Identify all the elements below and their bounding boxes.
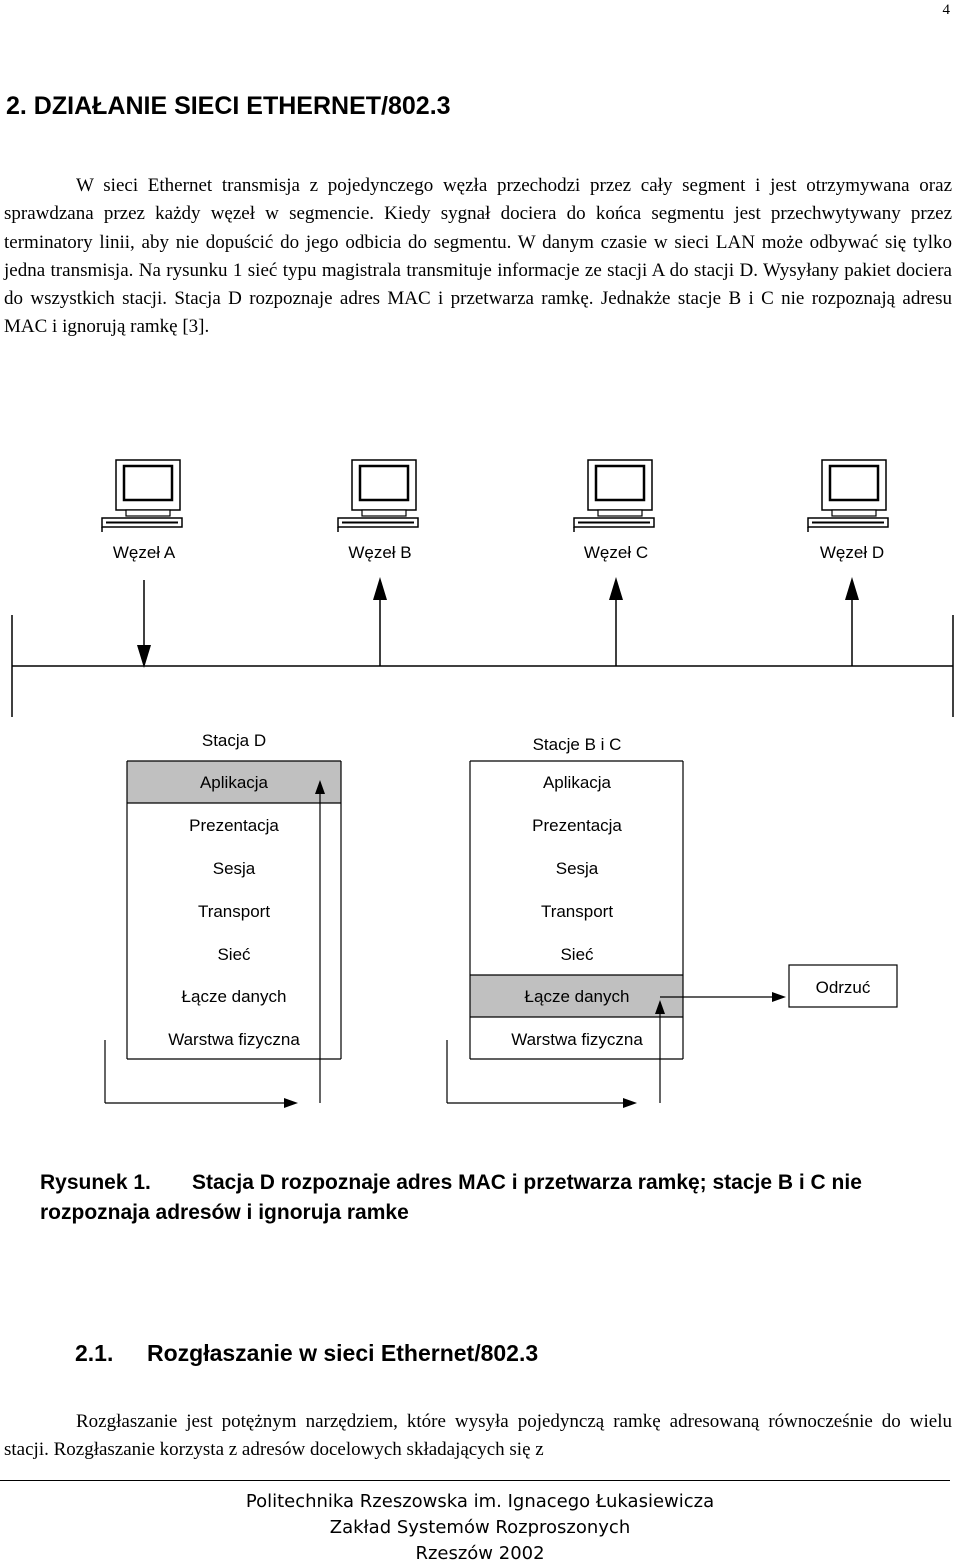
layer-label: Warstwa fizyczna	[168, 1030, 300, 1049]
subsection-heading: 2.1. Rozgłaszanie w sieci Ethernet/802.3	[75, 1340, 538, 1367]
node-label-a: Węzeł A	[113, 543, 176, 562]
layer-label: Sesja	[213, 859, 256, 878]
caption-text: Stacja D rozpoznaje adres MAC i przetwar…	[40, 1171, 862, 1224]
layer-label: Łącze danych	[182, 987, 287, 1006]
arrow-bus-to-c	[609, 577, 623, 666]
layer-label: Warstwa fizyczna	[511, 1030, 643, 1049]
caption-label: Rysunek 1.	[40, 1171, 151, 1194]
section-heading: 2. DZIAŁANIE SIECI ETHERNET/802.3	[6, 92, 451, 120]
layer-label: Sesja	[556, 859, 599, 878]
computer-icon-d	[806, 458, 890, 534]
figure-caption: Rysunek 1.Stacja D rozpoznaje adres MAC …	[40, 1168, 950, 1228]
frame-path-station-d	[104, 780, 325, 1108]
layer-label: Prezentacja	[189, 816, 279, 835]
discard-box	[788, 964, 898, 1008]
computer-icon-c	[572, 458, 656, 534]
stations-bc-title: Stacje B i C	[533, 735, 622, 754]
node-label-d: Węzeł D	[820, 543, 884, 562]
computer-icon-a	[100, 458, 184, 534]
footer-divider	[0, 1480, 950, 1481]
layer-label: Aplikacja	[200, 773, 269, 792]
arrow-a-to-bus	[137, 580, 151, 668]
computer-icon-b	[336, 458, 420, 534]
osi-diagram: Węzeł A Węzeł B Węzeł C Węzeł D Stacja D…	[11, 458, 954, 1108]
node-label-c: Węzeł C	[584, 543, 648, 562]
layer-label: Sieć	[560, 945, 594, 964]
footer-university: Politechnika Rzeszowska im. Ignacego Łuk…	[245, 1491, 715, 1512]
footer-department: Zakład Systemów Rozproszonych	[329, 1517, 631, 1538]
layer-highlight-app-d	[127, 761, 341, 803]
footer-city-year: Rzeszów 2002	[415, 1543, 545, 1564]
paragraph-broadcast: Rozgłaszanie jest potężnym narzędziem, k…	[4, 1408, 952, 1465]
station-d-stack: Aplikacja Prezentacja Sesja Transport Si…	[126, 760, 342, 1060]
stations-bc-stack: Aplikacja Prezentacja Sesja Transport Si…	[469, 760, 684, 1060]
layer-label: Transport	[541, 902, 613, 921]
frame-path-stations-bc	[446, 992, 786, 1108]
layer-label: Prezentacja	[532, 816, 622, 835]
layer-label: Sieć	[217, 945, 251, 964]
node-label-b: Węzeł B	[348, 543, 411, 562]
subsection-number: 2.1.	[75, 1340, 114, 1366]
layer-label: Łącze danych	[525, 987, 630, 1006]
discard-label: Odrzuć	[816, 978, 871, 997]
layer-label: Transport	[198, 902, 270, 921]
station-d-title: Stacja D	[202, 731, 266, 750]
paragraph-ethernet: W sieci Ethernet transmisja z pojedyncze…	[4, 172, 952, 342]
arrow-bus-to-d	[845, 577, 859, 666]
layer-highlight-datalink-bc	[470, 975, 683, 1017]
subsection-title: Rozgłaszanie w sieci Ethernet/802.3	[147, 1340, 539, 1366]
paragraph-text: Rozgłaszanie jest potężnym narzędziem, k…	[4, 1411, 952, 1461]
arrow-bus-to-b	[373, 577, 387, 666]
paragraph-text: W sieci Ethernet transmisja z pojedyncze…	[4, 175, 952, 338]
page-number: 4	[942, 2, 951, 18]
layer-label: Aplikacja	[543, 773, 612, 792]
page-footer: Politechnika Rzeszowska im. Ignacego Łuk…	[0, 1489, 960, 1567]
